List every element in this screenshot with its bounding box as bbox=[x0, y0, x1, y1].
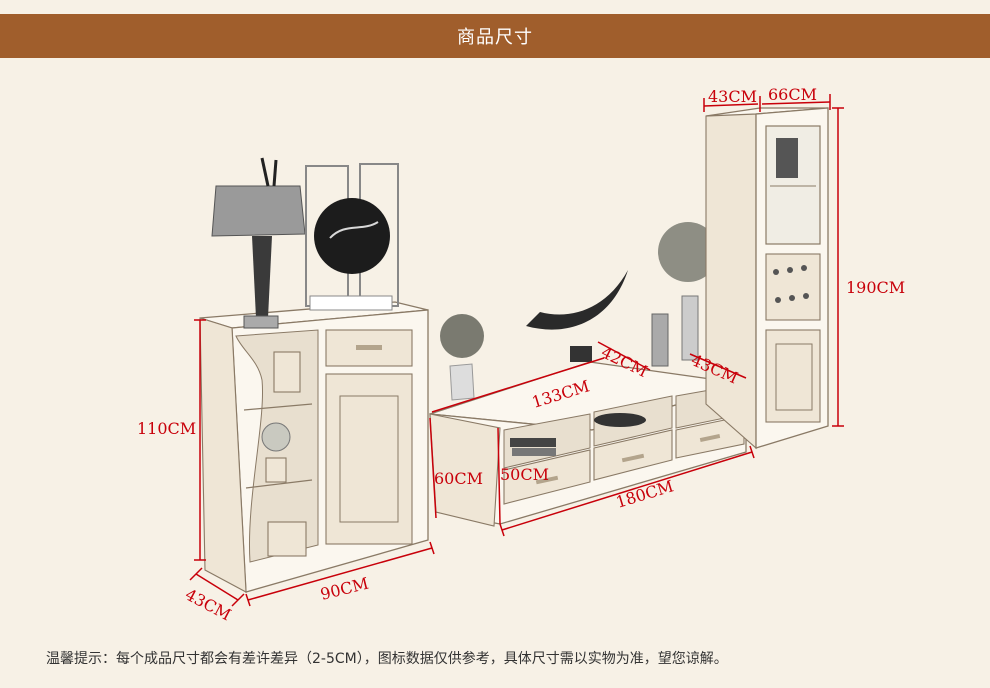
left-depth-label: 43CM bbox=[182, 585, 234, 625]
section-header: 商品尺寸 bbox=[0, 14, 990, 58]
tv-cabinet-illustration bbox=[429, 222, 747, 527]
tall-top-width-label: 66CM bbox=[768, 85, 817, 104]
dimension-lines bbox=[189, 94, 844, 607]
tv-drawer-height-label: 50CM bbox=[500, 465, 549, 484]
left-height-label: 110CM bbox=[137, 419, 196, 438]
tall-cabinet-illustration bbox=[705, 107, 829, 450]
section-title: 商品尺寸 bbox=[457, 27, 533, 48]
disclaimer-note: 温馨提示：每个成品尺寸都会有差许差异（2-5CM），图标数据仅供参考，具体尺寸需… bbox=[46, 651, 728, 667]
tall-top-depth-label: 43CM bbox=[708, 87, 757, 106]
left-cabinet-illustration bbox=[199, 157, 429, 593]
tall-height-label: 190CM bbox=[846, 278, 905, 297]
tv-height-label: 60CM bbox=[434, 469, 483, 488]
